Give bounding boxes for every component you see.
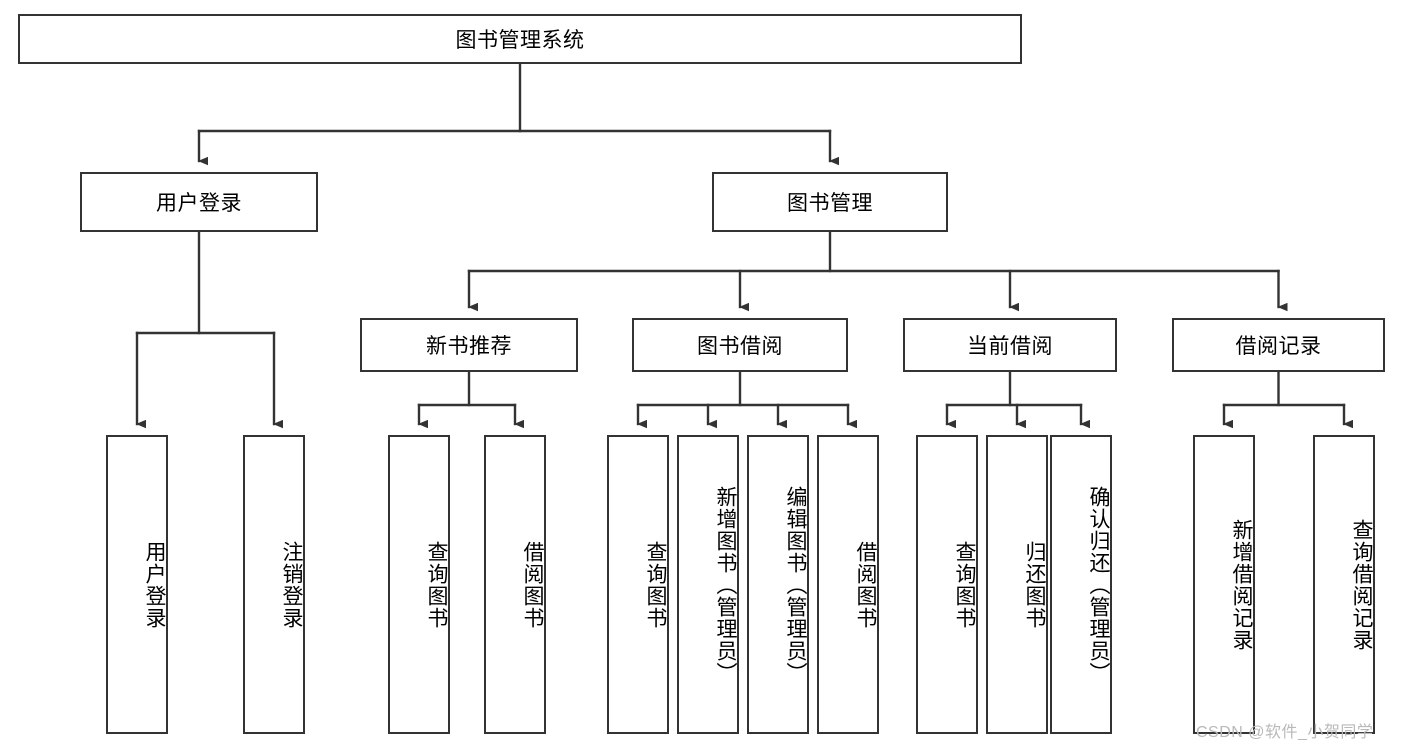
leaf-return-book[interactable]: 归还图书 (986, 435, 1048, 734)
node-new-book-recommend-label: 新书推荐 (426, 335, 512, 358)
leaf-borrow-book-1-label: 借阅图书 (521, 540, 544, 629)
node-root-label: 图书管理系统 (455, 29, 585, 52)
leaf-user-logout-label: 注销登录 (280, 540, 303, 629)
leaf-add-borrow-record-label: 新增借阅记录 (1230, 518, 1253, 651)
leaf-query-book-1-label: 查询图书 (425, 540, 448, 629)
leaf-add-borrow-record[interactable]: 新增借阅记录 (1193, 435, 1255, 734)
leaf-confirm-return-admin-label: 确认归还（管理员） (1087, 485, 1110, 684)
leaf-borrow-book-2-label: 借阅图书 (854, 540, 877, 629)
leaf-query-borrow-record[interactable]: 查询借阅记录 (1313, 435, 1375, 734)
node-book-management[interactable]: 图书管理 (712, 172, 948, 232)
node-borrow-record-label: 借阅记录 (1235, 335, 1322, 358)
leaf-borrow-book-2[interactable]: 借阅图书 (817, 435, 879, 734)
node-root[interactable]: 图书管理系统 (18, 14, 1022, 64)
leaf-query-book-3-label: 查询图书 (953, 540, 976, 629)
node-new-book-recommend[interactable]: 新书推荐 (360, 318, 578, 372)
node-borrow-record[interactable]: 借阅记录 (1172, 318, 1385, 372)
leaf-confirm-return-admin[interactable]: 确认归还（管理员） (1050, 435, 1112, 734)
node-book-management-label: 图书管理 (787, 192, 873, 215)
leaf-query-book-3[interactable]: 查询图书 (916, 435, 978, 734)
csdn-watermark: CSDN @软件_小贺同学 (1196, 724, 1374, 741)
leaf-query-borrow-record-label: 查询借阅记录 (1350, 518, 1373, 651)
leaf-query-book-2[interactable]: 查询图书 (607, 435, 669, 734)
leaf-user-login-label: 用户登录 (143, 540, 166, 629)
leaf-edit-book-admin[interactable]: 编辑图书（管理员） (747, 435, 809, 734)
node-user-login-label: 用户登录 (156, 192, 242, 215)
leaf-query-book-2-label: 查询图书 (644, 540, 667, 629)
node-user-login[interactable]: 用户登录 (80, 172, 318, 232)
leaf-borrow-book-1[interactable]: 借阅图书 (484, 435, 546, 734)
node-book-borrow-label: 图书借阅 (697, 335, 783, 358)
leaf-query-book-1[interactable]: 查询图书 (388, 435, 450, 734)
node-book-borrow[interactable]: 图书借阅 (632, 318, 848, 372)
leaf-edit-book-admin-label: 编辑图书（管理员） (784, 485, 807, 684)
node-current-borrow[interactable]: 当前借阅 (903, 318, 1117, 372)
node-current-borrow-label: 当前借阅 (967, 335, 1053, 358)
leaf-user-logout[interactable]: 注销登录 (243, 435, 305, 734)
leaf-add-book-admin[interactable]: 新增图书（管理员） (677, 435, 739, 734)
leaf-user-login[interactable]: 用户登录 (106, 435, 168, 734)
leaf-add-book-admin-label: 新增图书（管理员） (714, 485, 737, 684)
leaf-return-book-label: 归还图书 (1023, 540, 1046, 629)
